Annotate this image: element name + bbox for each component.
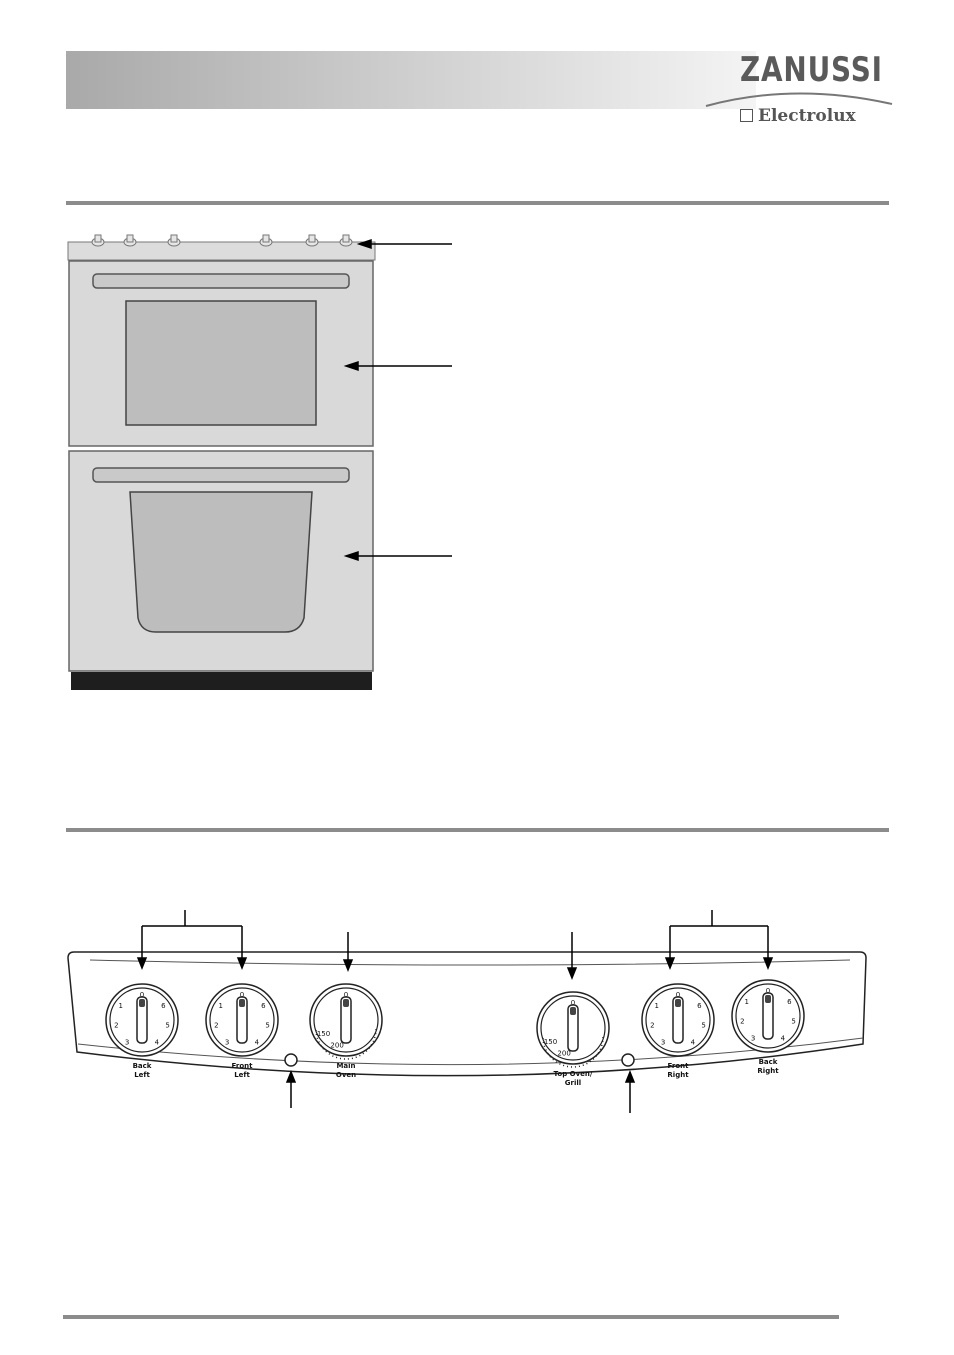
knob-temperature-scale	[315, 1027, 377, 1060]
knob-temperature-scale	[542, 1035, 604, 1068]
knob-grip	[236, 996, 248, 1044]
knob-mark: 0	[571, 999, 575, 1007]
knob-mark: 150	[544, 1038, 557, 1046]
knob-label-line2: Grill	[565, 1079, 581, 1087]
knob-grip	[340, 996, 352, 1044]
top-oven-window	[125, 300, 317, 426]
knob-mark: 2	[650, 1022, 654, 1030]
knob-mark: 5	[165, 1022, 169, 1030]
cooker-plinth	[71, 672, 372, 690]
knob-mark: 200	[557, 1049, 570, 1057]
indicator-light-right	[621, 1053, 635, 1067]
knob-mark: 6	[787, 998, 792, 1006]
subbrand-text: Electrolux	[758, 106, 856, 126]
knob-label-line1: Front	[668, 1062, 690, 1070]
knob-mark: 6	[697, 1002, 702, 1010]
knob-mark: 5	[265, 1022, 269, 1030]
knob-mark: 0	[140, 991, 144, 999]
knob-mark: 150	[317, 1030, 330, 1038]
knob-grip	[136, 996, 148, 1044]
knob-grip	[762, 992, 774, 1040]
knob-label-line1: Main	[336, 1062, 355, 1070]
control-panel-diagram: 0654321BackLeft0654321FrontLeft0200150Ma…	[67, 910, 867, 1113]
hob-knob-icons	[91, 234, 353, 247]
knob-mark: 1	[218, 1002, 222, 1010]
knob-pointer	[343, 999, 349, 1007]
knob-mark: 200	[330, 1041, 343, 1049]
knob-mark: 3	[225, 1038, 229, 1046]
control-panel-top-edge	[89, 959, 851, 966]
knob-label-line1: Top Oven/	[554, 1070, 593, 1078]
knob-pointer	[765, 995, 771, 1003]
main-oven-handle	[92, 467, 350, 483]
knob-mark: 6	[261, 1002, 266, 1010]
knob-mark: 3	[661, 1038, 665, 1046]
knob-mark: 0	[344, 991, 348, 999]
knob-mark: 2	[114, 1022, 118, 1030]
knob-mark: 3	[125, 1038, 129, 1046]
knob-pointer	[139, 999, 145, 1007]
knob-grip	[672, 996, 684, 1044]
control-panel-bottom-edge	[77, 1037, 864, 1066]
knob-label-line2: Left	[134, 1071, 150, 1079]
knob-mark: 2	[214, 1022, 218, 1030]
knob-label-line1: Back	[133, 1062, 152, 1070]
control-callout-arrows	[136, 910, 774, 1113]
knob-mark: 0	[240, 991, 244, 999]
knob-mark: 1	[744, 998, 748, 1006]
knob-grip	[567, 1004, 579, 1052]
main-oven-window	[129, 491, 313, 633]
hob-top	[67, 241, 376, 261]
top-oven-handle	[92, 273, 350, 289]
knob-mark: 0	[676, 991, 680, 999]
knob-mark: 3	[751, 1034, 755, 1042]
knob-label-line2: Right	[757, 1067, 779, 1075]
knob-mark: 5	[701, 1022, 705, 1030]
brand-logo: ZANUSSI	[740, 50, 883, 90]
knob-mark: 4	[255, 1038, 260, 1046]
subbrand-logo: Electrolux	[740, 106, 856, 126]
brand-swoosh-icon	[705, 92, 893, 107]
section-rule-top	[66, 201, 889, 205]
knob-pointer	[675, 999, 681, 1007]
knob-mark: 2	[740, 1018, 744, 1026]
knob-mark: 0	[766, 987, 770, 995]
knob-mark: 4	[691, 1038, 696, 1046]
knob-label-line1: Front	[232, 1062, 254, 1070]
knob-label-line2: Oven	[336, 1071, 356, 1079]
header-bar	[66, 51, 756, 109]
cooker-front-diagram	[67, 234, 452, 690]
section-rule-middle	[66, 828, 889, 832]
knob-pointer	[239, 999, 245, 1007]
knob-label-line2: Right	[667, 1071, 689, 1079]
knob-pointer	[570, 1007, 576, 1015]
section-rule-bottom	[63, 1315, 839, 1319]
knob-mark: 1	[118, 1002, 122, 1010]
callout-arrows	[343, 238, 452, 562]
knob-label-line2: Left	[234, 1071, 250, 1079]
indicator-light-left	[284, 1053, 298, 1067]
knob-mark: 4	[155, 1038, 160, 1046]
knob-mark: 4	[781, 1034, 786, 1042]
knob-mark: 5	[791, 1018, 795, 1026]
electrolux-icon	[740, 109, 753, 122]
knob-label-line1: Back	[759, 1058, 778, 1066]
knob-mark: 1	[654, 1002, 658, 1010]
knob-mark: 6	[161, 1002, 166, 1010]
